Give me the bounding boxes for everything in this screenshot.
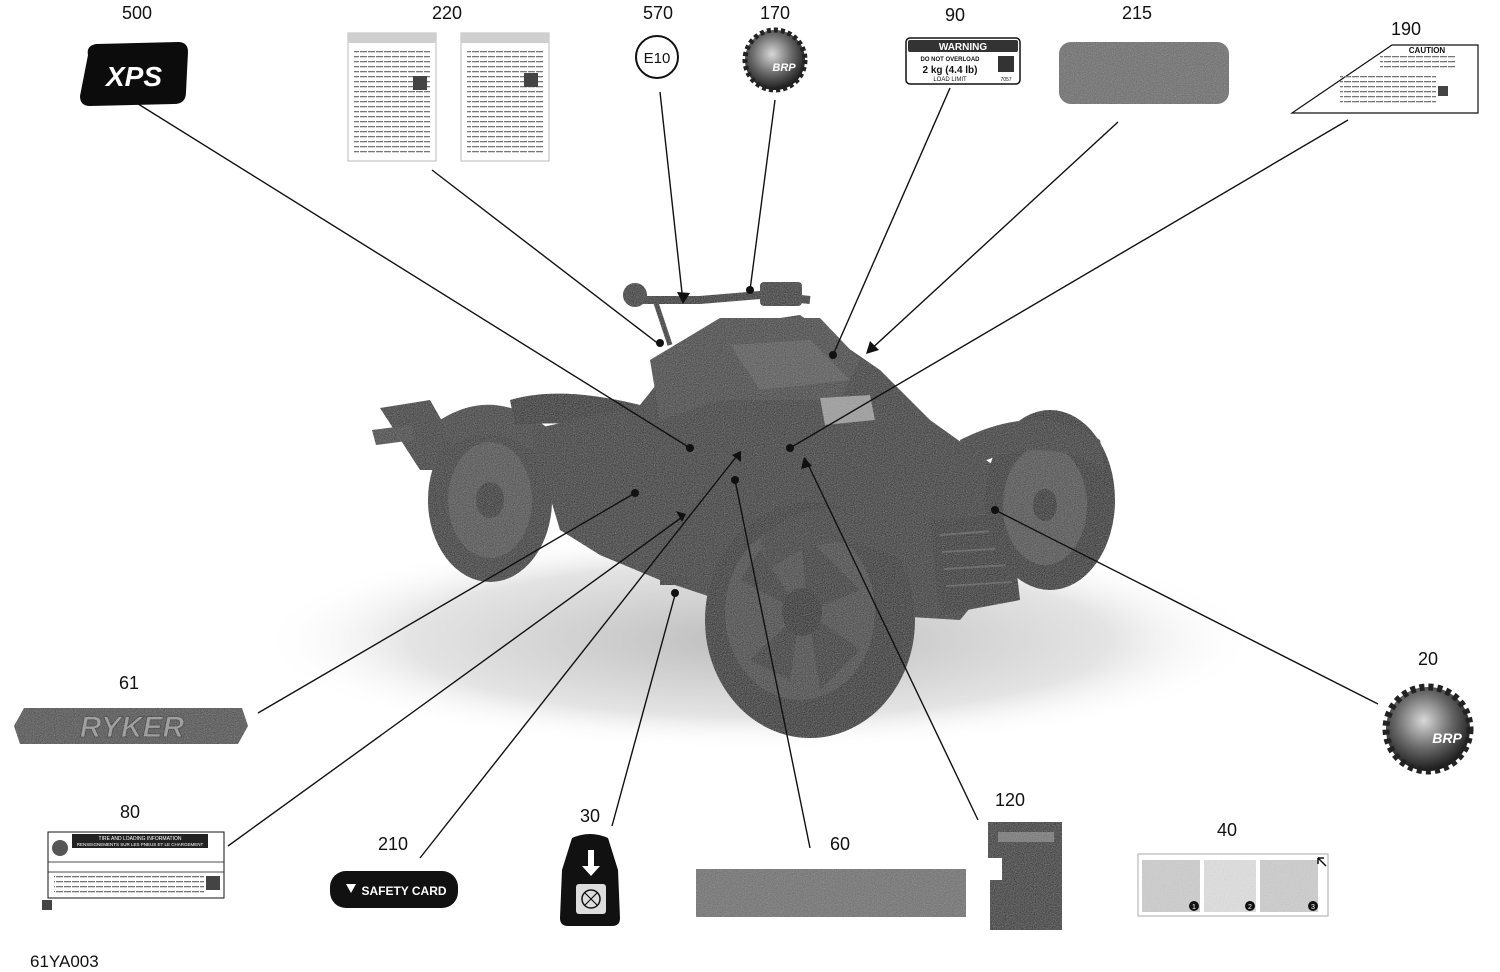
svg-text:SAFETY CARD: SAFETY CARD (361, 884, 446, 898)
svg-text:TIRE AND LOADING INFORMATION: TIRE AND LOADING INFORMATION (99, 836, 182, 842)
callout-61: 61 (118, 673, 140, 693)
ryker-vehicle (372, 282, 1115, 738)
svg-text:DO NOT OVERLOAD: DO NOT OVERLOAD (920, 57, 980, 63)
callout-90: 90 (944, 5, 966, 25)
svg-text:RYKER: RYKER (80, 711, 185, 744)
decal-215-panel (1059, 42, 1229, 104)
callout-215: 215 (1121, 3, 1153, 23)
svg-text:RENSEIGNEMENTS SUR LES PNEUS E: RENSEIGNEMENTS SUR LES PNEUS ET LE CHARG… (77, 842, 204, 847)
decal-210-safety-card: SAFETY CARD (330, 871, 458, 908)
svg-text:CAUTION: CAUTION (1409, 46, 1446, 55)
svg-text:2: 2 (1248, 904, 1252, 911)
callout-190: 190 (1390, 19, 1422, 39)
decal-40-instructions: 1 2 3 (1137, 853, 1329, 917)
svg-text:2 kg (4.4 lb): 2 kg (4.4 lb) (922, 65, 977, 76)
decal-500-xps: XPS (80, 42, 188, 106)
svg-text:E10: E10 (644, 50, 671, 67)
callout-120: 120 (994, 790, 1026, 810)
callout-210: 210 (377, 834, 409, 854)
callout-20: 20 (1417, 649, 1439, 669)
callout-60: 60 (829, 834, 851, 854)
callout-170: 170 (759, 3, 791, 23)
svg-text:BRP: BRP (772, 62, 796, 74)
decal-170-brp-logo: BRP (742, 27, 808, 93)
decal-90-load-warning: WARNING DO NOT OVERLOAD 2 kg (4.4 lb) LO… (905, 37, 1021, 85)
decal-60-strip (696, 869, 966, 917)
decal-220-warning-sheets (347, 32, 550, 162)
decal-30-tag (560, 834, 620, 926)
callout-570: 570 (642, 3, 674, 23)
svg-text:1: 1 (1192, 904, 1196, 911)
decal-80-tire-info: TIRE AND LOADING INFORMATION RENSEIGNEME… (42, 831, 225, 910)
svg-text:WARNING: WARNING (939, 42, 988, 53)
callout-30: 30 (579, 806, 601, 826)
diagram-reference: 61YA003 (30, 952, 99, 971)
callout-40: 40 (1216, 820, 1238, 840)
svg-text:BRP: BRP (1432, 730, 1462, 746)
svg-text:3: 3 (1311, 904, 1315, 911)
decal-61-ryker: RYKER (14, 708, 248, 745)
decal-20-brp-logo: BRP (1382, 683, 1474, 775)
callout-500: 500 (121, 3, 153, 23)
decal-190-caution: CAUTION (1290, 44, 1479, 114)
decal-120-label (988, 822, 1062, 930)
leader-lines (134, 87, 1379, 859)
callout-220: 220 (431, 3, 463, 23)
svg-text:7057: 7057 (1000, 77, 1011, 83)
callout-80: 80 (119, 802, 141, 822)
svg-text:LOAD LIMIT: LOAD LIMIT (933, 77, 967, 83)
svg-text:XPS: XPS (104, 61, 162, 92)
decal-570-e10: E10 (635, 35, 679, 79)
